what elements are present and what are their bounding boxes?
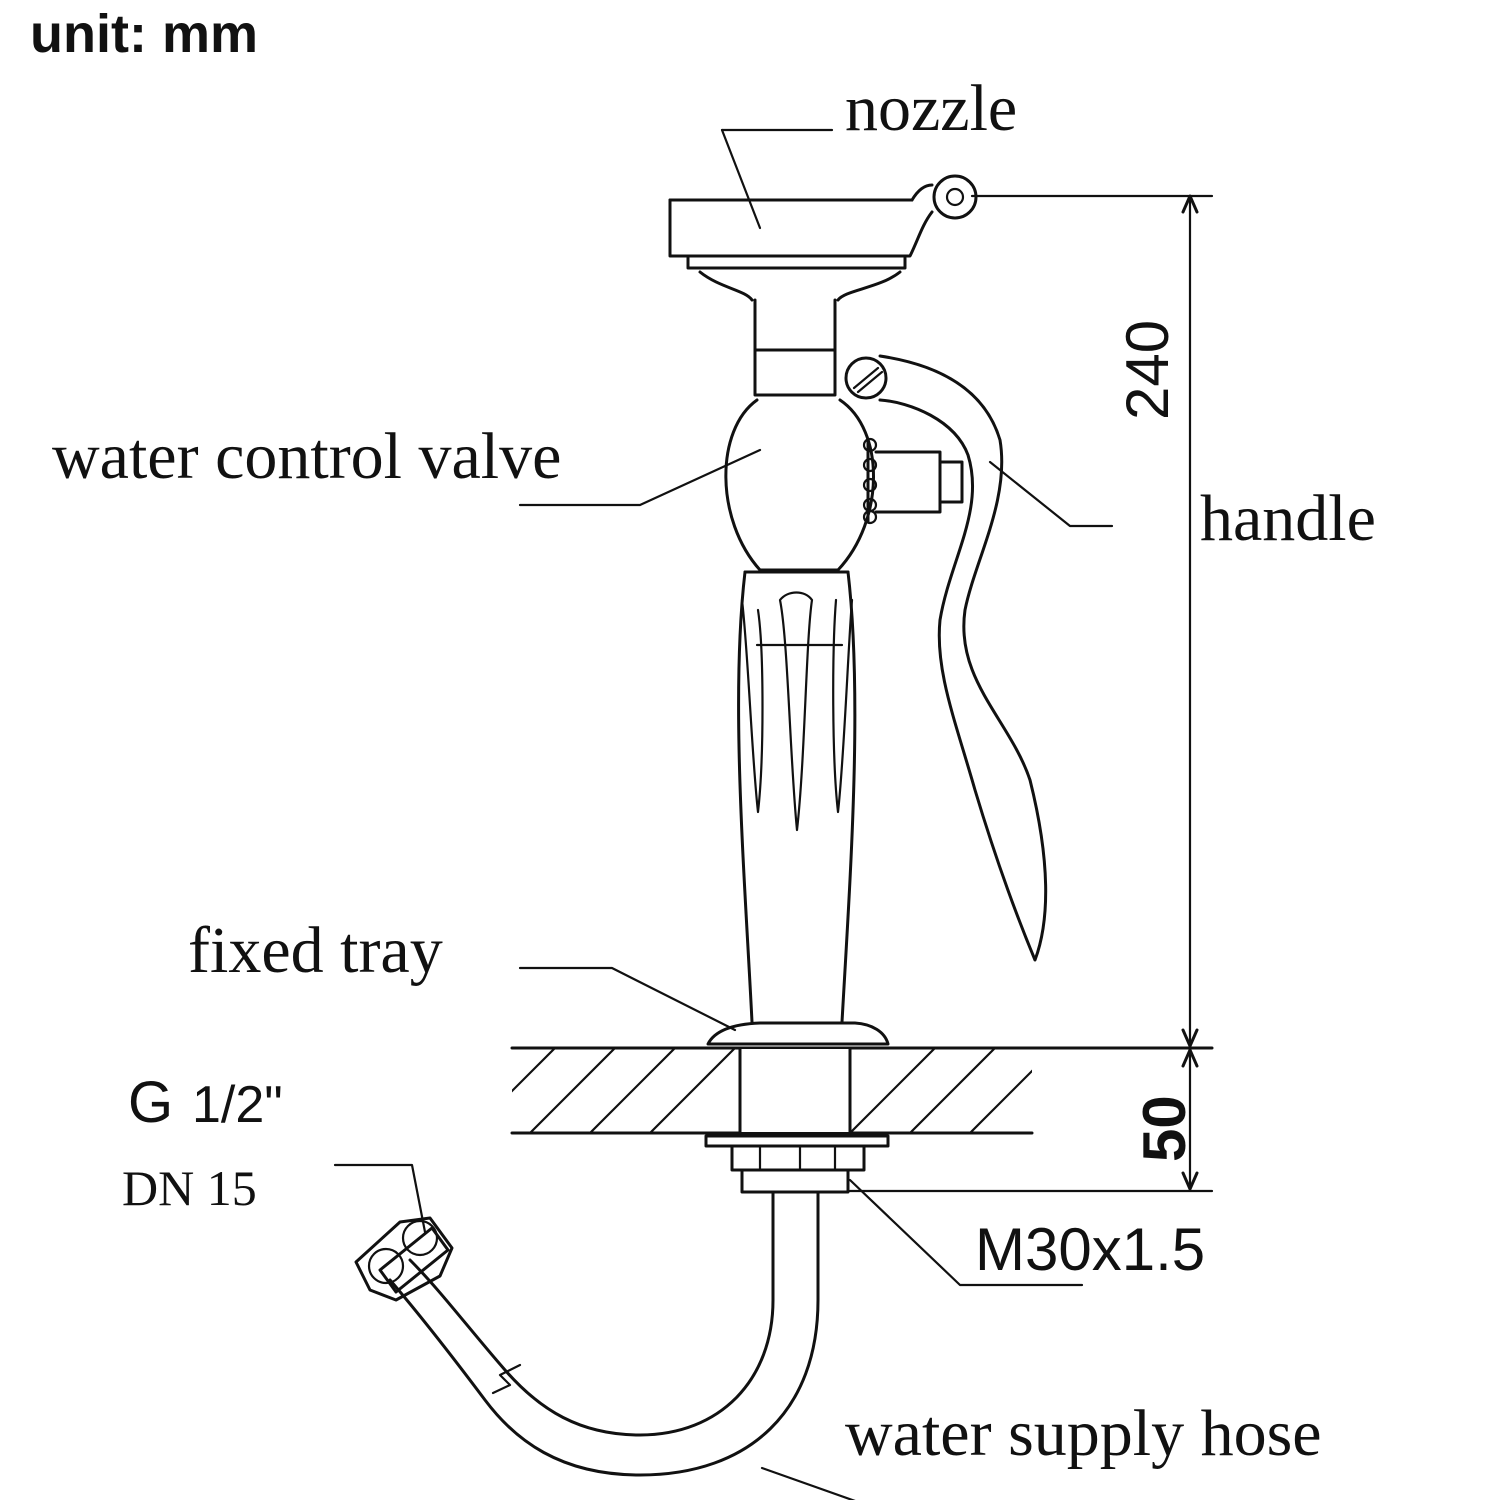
counter-slab <box>510 1046 1214 1135</box>
water-control-valve-label: water control valve <box>52 420 561 493</box>
water-supply-hose-label: water supply hose <box>845 1397 1322 1470</box>
valve-neck <box>753 298 837 397</box>
counter-hatching <box>512 1048 1032 1133</box>
water-supply-hose <box>354 1190 820 1477</box>
handle-label: handle <box>1200 482 1376 555</box>
thread-size-label: M30x1.5 <box>975 1216 1205 1283</box>
pipe-dn-label: DN 15 <box>122 1160 257 1216</box>
nozzle-label: nozzle <box>845 72 1017 145</box>
dimension-50-value: 50 <box>1131 1095 1198 1162</box>
pipe-fraction-label: 1/2" <box>192 1076 283 1134</box>
handle-lever <box>878 354 1048 962</box>
dimension-240-value: 240 <box>1114 320 1181 420</box>
pipe-g-label: G <box>128 1070 173 1135</box>
nozzle-head <box>668 174 978 302</box>
water-control-valve-body <box>724 398 964 572</box>
fixed-tray <box>706 1021 890 1046</box>
shank <box>737 570 857 1024</box>
dimension-50 <box>848 1048 1214 1193</box>
fixed-tray-label: fixed tray <box>188 914 443 987</box>
handle-pivot-screw <box>844 356 888 400</box>
dimension-240 <box>970 194 1214 1048</box>
unit-label: unit: mm <box>30 4 258 64</box>
mounting-nut <box>704 1134 890 1194</box>
leader-lines <box>333 128 1114 1500</box>
